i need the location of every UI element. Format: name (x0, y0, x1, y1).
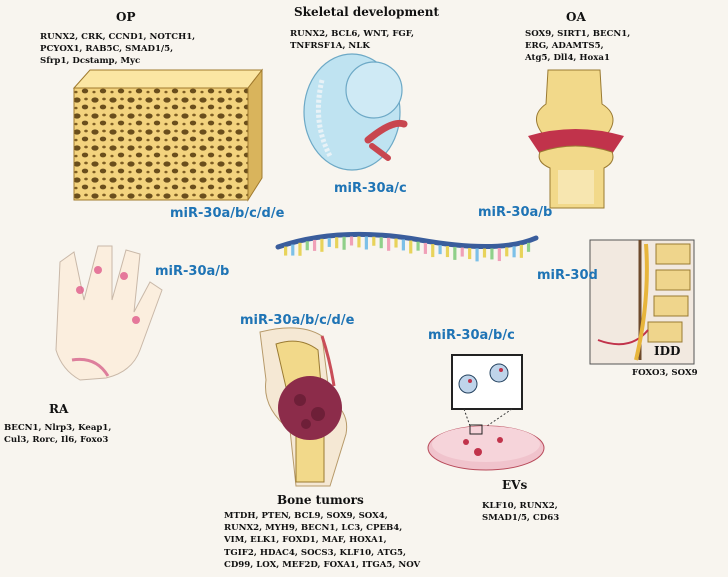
gene-line: PCYOX1, RAB5C, SMAD1/5, (40, 44, 174, 55)
nucleotide-tick (505, 247, 509, 257)
oa-mirna-label: miR-30a/b (478, 205, 553, 220)
gene-line: CD99, LOX, MEF2D, FOXA1, ITGA5, NOV (224, 559, 421, 570)
gene-line: Atg5, Dll4, Hoxa1 (525, 53, 610, 64)
gene-line: TNFRSF1A, NLK (290, 41, 370, 52)
nucleotide-tick (357, 236, 361, 248)
nucleotide-tick (327, 237, 331, 247)
nucleotide-tick (438, 245, 442, 255)
bone-tumors-mirna-label: miR-30a/b/c/d/e (240, 313, 355, 328)
gene-line: RUNX2, BCL6, WNT, FGF, (290, 29, 414, 39)
nucleotide-tick (364, 236, 368, 250)
nucleotide-tick (475, 248, 479, 262)
gene-line: RUNX2, CRK, CCND1, NOTCH1, (40, 32, 196, 42)
mirna-strand-icon (275, 231, 539, 262)
gene-line: FOXO3, SOX9 (632, 368, 698, 378)
nucleotide-tick (460, 247, 464, 257)
nucleotide-tick (312, 239, 317, 251)
bone-tumors-gene-list: MTDH, PTEN, BCL9, SOX9, SOX4, RUNX2, MYH… (224, 510, 420, 571)
ra-gene-list: BECN1, Nlrp3, Keap1, Cul3, Rorc, Il6, Fo… (4, 422, 111, 446)
fetus-icon (303, 53, 408, 171)
nucleotide-tick (453, 246, 457, 260)
nucleotide-tick (291, 244, 295, 256)
nucleotide-tick (284, 246, 288, 256)
gene-line: Cul3, Rorc, Il6, Foxo3 (4, 435, 109, 446)
idd-mirna-label: miR-30d (537, 268, 598, 283)
evs-mirna-label: miR-30a/b/c (428, 328, 515, 343)
knee-joint-icon (528, 69, 624, 209)
nucleotide-tick (445, 246, 450, 258)
bone-tumors-title: Bone tumors (277, 493, 364, 507)
nucleotide-tick (519, 244, 523, 258)
nucleotide-tick (409, 240, 413, 254)
gene-line: Sfrp1, Dcstamp, Myc (40, 56, 141, 67)
oa-title: OA (566, 10, 586, 24)
nucleotide-tick (305, 241, 309, 251)
gene-line: MTDH, PTEN, BCL9, SOX9, SOX4, (224, 511, 388, 521)
nucleotide-tick (349, 236, 354, 246)
gene-line: RUNX2, MYH9, BECN1, LC3, CPEB4, (224, 523, 403, 534)
gene-line: KLF10, RUNX2, (482, 501, 558, 511)
nucleotide-tick (482, 248, 487, 258)
gene-line: BECN1, Nlrp3, Keap1, (4, 423, 112, 433)
oa-gene-list: SOX9, SIRT1, BECN1, ERG, ADAMTS5, Atg5, … (525, 28, 630, 65)
nucleotide-tick (372, 236, 376, 246)
gene-line: VIM, ELK1, FOXD1, MAF, HOXA1, (224, 535, 387, 546)
op-title: OP (116, 10, 136, 24)
ra-title: RA (49, 402, 69, 416)
idd-gene-list: FOXO3, SOX9 (632, 367, 698, 379)
nucleotide-tick (423, 242, 427, 254)
skeletal-mirna-label: miR-30a/c (334, 181, 407, 196)
idd-title: IDD (654, 344, 681, 358)
skeletal-gene-list: RUNX2, BCL6, WNT, FGF, TNFRSF1A, NLK (290, 28, 414, 52)
nucleotide-tick (320, 238, 324, 252)
nucleotide-tick (512, 246, 516, 258)
gene-line: SMAD1/5, CD63 (482, 513, 560, 524)
nucleotide-tick (401, 239, 405, 251)
nucleotide-tick (468, 248, 472, 260)
op-gene-list: RUNX2, CRK, CCND1, NOTCH1, PCYOX1, RAB5C… (40, 31, 195, 68)
trabecular-bone-icon (72, 68, 264, 202)
nucleotide-tick (431, 244, 435, 258)
gene-line: ERG, ADAMTS5, (525, 41, 604, 52)
nucleotide-tick (379, 237, 383, 249)
spine-icon (589, 239, 695, 365)
knee-tumor-icon (259, 327, 348, 487)
nucleotide-tick (416, 241, 420, 251)
op-mirna-label: miR-30a/b/c/d/e (170, 206, 285, 221)
skeletal-title: Skeletal development (294, 5, 440, 19)
nucleotide-tick (387, 237, 391, 251)
evs-gene-list: KLF10, RUNX2, SMAD1/5, CD63 (482, 500, 559, 524)
evs-title: EVs (502, 478, 528, 492)
nucleotide-tick (394, 238, 398, 248)
arthritic-hand-icon (55, 245, 163, 381)
petri-dish-icon (427, 354, 545, 471)
nucleotide-tick (490, 248, 494, 260)
gene-line: TGIF2, HDAC4, SOCS3, KLF10, ATG5, (224, 547, 407, 558)
ra-mirna-label: miR-30a/b (155, 264, 230, 279)
nucleotide-tick (497, 248, 501, 262)
nucleotide-tick (298, 242, 302, 256)
nucleotide-tick (335, 237, 339, 249)
gene-line: SOX9, SIRT1, BECN1, (525, 29, 631, 39)
nucleotide-tick (526, 242, 531, 252)
nucleotide-tick (342, 236, 346, 250)
